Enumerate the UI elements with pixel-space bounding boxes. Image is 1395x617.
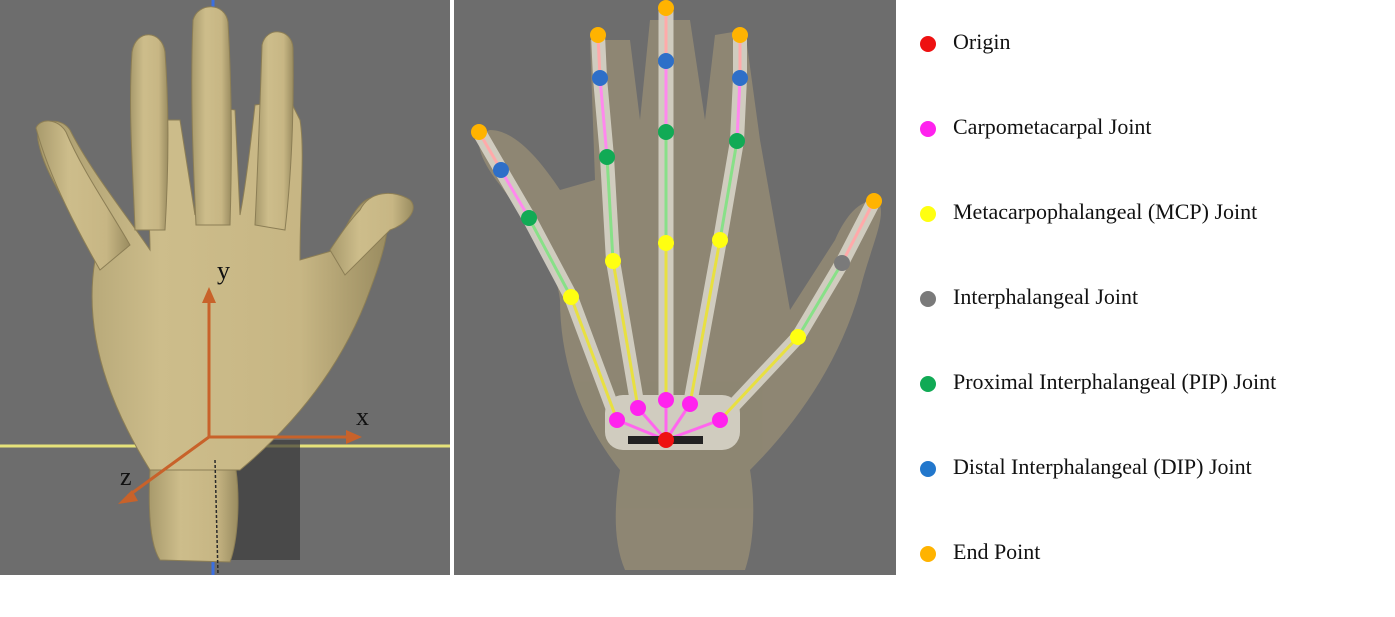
end-point-4 — [732, 27, 748, 43]
legend-item-pip: Proximal Interphalangeal (PIP) Joint — [912, 362, 1392, 447]
hand-skeleton-view — [454, 0, 896, 575]
legend-label-pip: Proximal Interphalangeal (PIP) Joint — [953, 369, 1276, 395]
mcp-joint-ring — [712, 232, 728, 248]
legend-item-mcp: Metacarpophalangeal (MCP) Joint — [912, 192, 1392, 277]
legend-item-origin: Origin — [912, 22, 1392, 107]
cmc-joint-little — [712, 412, 728, 428]
legend-label-end-point: End Point — [953, 539, 1040, 565]
hand-skeleton-figure — [454, 0, 896, 575]
mcp-joint-thumb — [563, 289, 579, 305]
dip-joint-4 — [732, 70, 748, 86]
legend-dot-end-point — [920, 546, 936, 562]
pip-joint-2 — [599, 149, 615, 165]
z-axis-label: z — [120, 462, 132, 491]
dip-joint-3 — [658, 53, 674, 69]
cmc-joint-ring — [682, 396, 698, 412]
pip-joint-4 — [729, 133, 745, 149]
mcp-joint-little — [790, 329, 806, 345]
joint-legend: Origin Carpometacarpal Joint Metacarpoph… — [912, 22, 1392, 617]
legend-label-dip: Distal Interphalangeal (DIP) Joint — [953, 454, 1252, 480]
legend-item-carpometacarpal: Carpometacarpal Joint — [912, 107, 1392, 192]
legend-item-dip: Distal Interphalangeal (DIP) Joint — [912, 447, 1392, 532]
mcp-joint-index — [605, 253, 621, 269]
end-point-5 — [866, 193, 882, 209]
legend-dot-mcp — [920, 206, 936, 222]
origin-joint — [658, 432, 674, 448]
hand-3d-figure: y x z — [0, 0, 450, 575]
cmc-joint-middle — [658, 392, 674, 408]
legend-item-interphalangeal: Interphalangeal Joint — [912, 277, 1392, 362]
end-point-2 — [590, 27, 606, 43]
dip-joint-1 — [493, 162, 509, 178]
legend-label-mcp: Metacarpophalangeal (MCP) Joint — [953, 199, 1257, 225]
cmc-joint-index — [630, 400, 646, 416]
x-axis-label: x — [356, 402, 369, 431]
legend-label-carpometacarpal: Carpometacarpal Joint — [953, 114, 1152, 140]
end-point-1 — [471, 124, 487, 140]
legend-dot-pip — [920, 376, 936, 392]
legend-dot-origin — [920, 36, 936, 52]
cmc-joint-thumb — [609, 412, 625, 428]
legend-label-origin: Origin — [953, 29, 1010, 55]
pip-joint-1 — [521, 210, 537, 226]
hand-3d-view: y x z — [0, 0, 450, 575]
legend-dot-carpometacarpal — [920, 121, 936, 137]
dip-joint-2 — [592, 70, 608, 86]
legend-label-interphalangeal: Interphalangeal Joint — [953, 284, 1138, 310]
ip-joint — [834, 255, 850, 271]
mcp-joint-middle — [658, 235, 674, 251]
legend-dot-interphalangeal — [920, 291, 936, 307]
y-axis-label: y — [217, 256, 230, 285]
end-point-3 — [658, 0, 674, 16]
legend-dot-dip — [920, 461, 936, 477]
pip-joint-3 — [658, 124, 674, 140]
